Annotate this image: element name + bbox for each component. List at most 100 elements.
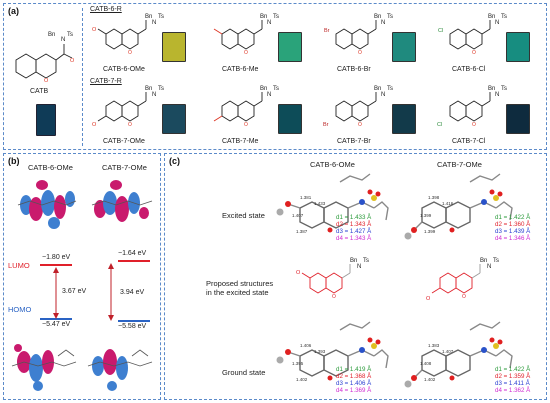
- name-6-br: CATB-6-Br: [337, 66, 371, 73]
- row1-header: CATB-6-R: [90, 6, 122, 13]
- svg-text:Cl: Cl: [437, 122, 442, 128]
- homo-value-right: −5.58 eV: [118, 323, 147, 330]
- bn-6-me: Bn: [260, 14, 268, 20]
- bond-label-le-1: 1.381: [300, 195, 312, 200]
- ts-6-ome: Ts: [158, 14, 164, 20]
- ts-6-cl: Ts: [501, 14, 507, 20]
- panel-a-label: (a): [8, 6, 19, 16]
- catb-ts-label: Ts: [67, 32, 73, 38]
- excited-right-d1: d1 = 1.422 Å: [495, 214, 531, 221]
- lumo-value-left: −1.80 eV: [42, 254, 71, 261]
- panel-a-divider: [82, 8, 83, 146]
- ground-molecule-right: [404, 321, 513, 388]
- excited-molecule-right: [404, 173, 513, 240]
- ground-left-d3: d3 = 1.406 Å: [336, 380, 372, 387]
- excited-left-d3: d3 = 1.427 Å: [336, 228, 372, 235]
- n-7-me: N: [267, 92, 272, 98]
- ts-7-me: Ts: [273, 86, 279, 92]
- ts-6-br: Ts: [387, 14, 393, 20]
- svg-text:Br: Br: [324, 28, 330, 34]
- svg-text:O: O: [358, 50, 362, 56]
- ground-molecule-left: [276, 321, 389, 381]
- bond-label-lg-2: 1.393: [314, 349, 326, 354]
- vial-7-me: [278, 104, 302, 134]
- ground-left-d1: d1 = 1.419 Å: [336, 366, 372, 373]
- structure-6-ome: O O: [92, 20, 147, 56]
- excited-right-d2: d2 = 1.360 Å: [495, 221, 531, 228]
- bond-label-rg-1: 1.383: [428, 343, 440, 348]
- ts-7-ome: Ts: [158, 86, 164, 92]
- n-6-br: N: [381, 20, 386, 26]
- name-6-ome: CATB-6-OMe: [103, 66, 145, 73]
- bn-6-cl: Bn: [488, 14, 496, 20]
- panel-a-frame: [3, 3, 547, 150]
- gap-arrow-right: [108, 263, 114, 321]
- gap-value-left: 3.67 eV: [62, 288, 87, 295]
- row-proposed-line2: in the excited state: [206, 288, 269, 297]
- proposed-structure-left: O O: [296, 264, 351, 300]
- svg-text:O: O: [244, 122, 248, 128]
- catb-structure: O O: [15, 44, 75, 84]
- panel-b-label: (b): [8, 156, 20, 166]
- structure-7-ome: O O: [92, 92, 147, 128]
- bond-label-le-4: 1.387: [296, 229, 308, 234]
- catb-bn-label: Bn: [48, 32, 56, 38]
- svg-text:O: O: [296, 270, 301, 276]
- svg-text:O: O: [358, 122, 362, 128]
- lumo-orbital-right: [91, 180, 153, 222]
- panel-c-label: (c): [169, 156, 180, 166]
- svg-text:O: O: [128, 122, 132, 128]
- svg-text:O: O: [332, 294, 336, 300]
- vial-6-br: [392, 32, 416, 62]
- panel-c-frame: [164, 153, 547, 400]
- proposed-left-ts: Ts: [363, 258, 369, 264]
- row-ground: Ground state: [222, 368, 266, 377]
- vial-7-br: [392, 104, 416, 134]
- n-6-me: N: [267, 20, 272, 26]
- bond-label-re-4: 1.399: [424, 229, 436, 234]
- svg-text:O: O: [472, 50, 476, 56]
- panel-b-frame: [3, 153, 161, 400]
- svg-text:O: O: [472, 122, 476, 128]
- ground-left-d2: d2 = 1.368 Å: [336, 373, 372, 380]
- bn-7-cl: Bn: [488, 86, 496, 92]
- name-7-br: CATB-7-Br: [337, 138, 371, 145]
- svg-text:O: O: [462, 294, 466, 300]
- bond-label-re-3: 1.399: [420, 213, 432, 218]
- vial-7-ome: [162, 104, 186, 134]
- row2-header: CATB-7-R: [90, 78, 122, 85]
- svg-text:O: O: [44, 78, 49, 84]
- homo-label: HOMO: [8, 305, 32, 314]
- ground-right-d1: d1 = 1.422 Å: [495, 366, 531, 373]
- bond-label-lg-1: 1.406: [300, 343, 312, 348]
- name-6-me: CATB-6-Me: [222, 66, 259, 73]
- ground-right-d2: d2 = 1.359 Å: [495, 373, 531, 380]
- ts-7-cl: Ts: [501, 86, 507, 92]
- bn-6-ome: Bn: [145, 14, 153, 20]
- name-7-me: CATB-7-Me: [222, 138, 259, 145]
- proposed-left-n: N: [357, 264, 362, 270]
- ts-7-br: Ts: [387, 86, 393, 92]
- bn-7-ome: Bn: [145, 86, 153, 92]
- row-proposed-line1: Proposed structures: [206, 279, 274, 288]
- proposed-structure-right: O O: [426, 264, 481, 302]
- bn-7-br: Bn: [374, 86, 382, 92]
- lumo-orbital-left: [17, 180, 77, 229]
- svg-text:O: O: [70, 58, 75, 64]
- structure-6-me: O: [213, 20, 263, 56]
- structure-6-br: Br O: [324, 20, 377, 56]
- vial-6-cl: [506, 32, 530, 62]
- homo-level-left: [40, 318, 72, 320]
- structure-6-cl: Cl O: [438, 20, 491, 56]
- structure-7-me: O: [213, 92, 263, 128]
- bn-7-me: Bn: [260, 86, 268, 92]
- bond-label-rg-2: 1.407: [442, 349, 454, 354]
- bond-label-le-2: 1.433: [314, 201, 326, 206]
- catb-name: CATB: [30, 88, 49, 95]
- excited-right-d4: d4 = 1.346 Å: [495, 235, 531, 242]
- svg-text:O: O: [128, 50, 132, 56]
- bond-label-le-3: 1.407: [292, 213, 304, 218]
- lumo-level-left: [40, 264, 72, 266]
- proposed-right-ts: Ts: [493, 258, 499, 264]
- excited-left-d2: d2 = 1.343 Å: [336, 221, 372, 228]
